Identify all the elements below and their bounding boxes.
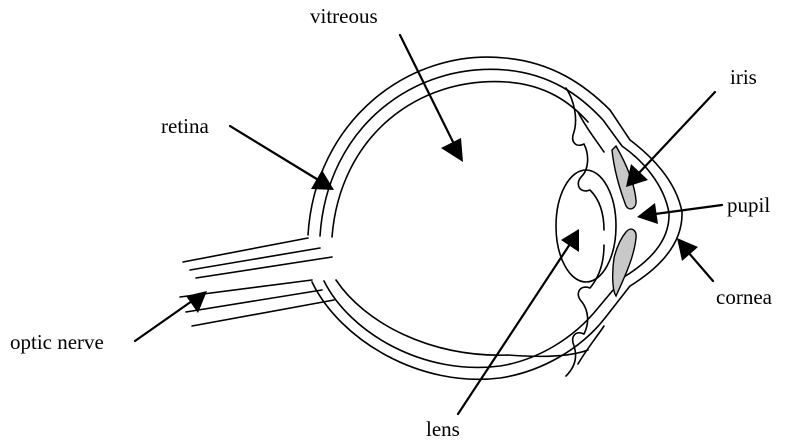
optic-nerve: [180, 238, 334, 326]
ciliary-body-lower: [566, 245, 604, 376]
ciliary-body: [566, 88, 604, 376]
label-lens: lens: [426, 417, 460, 441]
retina-outline: [332, 82, 588, 357]
labels: vitreous iris retina pupil cornea optic …: [10, 4, 773, 441]
optic-nerve-line: [192, 300, 334, 326]
lens-arrow-line: [458, 244, 570, 414]
sclera-outer-outline: [308, 57, 682, 379]
cornea-arrowhead: [677, 238, 698, 261]
label-iris: iris: [730, 65, 757, 89]
ciliary-inner-lower: [578, 326, 604, 364]
lens-arrowhead: [561, 229, 579, 252]
ciliary-body-upper: [566, 88, 604, 230]
pupil-arrowhead: [637, 203, 658, 224]
iris-lower: [613, 229, 636, 296]
optic-nerve-line: [196, 257, 332, 278]
optic-nerve-arrow-line: [135, 301, 192, 341]
lens-shape: [556, 170, 616, 282]
eyeball-wall: [308, 57, 682, 379]
label-retina: retina: [161, 114, 209, 138]
optic-nerve-line: [183, 238, 308, 262]
retina-arrow-line: [230, 126, 320, 181]
pupil-arrow-line: [655, 205, 722, 214]
label-cornea: cornea: [716, 285, 773, 309]
label-optic-nerve: optic nerve: [10, 330, 104, 354]
sclera-inner-outline: [320, 69, 669, 367]
cornea-arrow-line: [688, 252, 713, 281]
optic-nerve-line: [190, 248, 320, 270]
iris-arrow-line: [638, 92, 715, 174]
arrows: [135, 35, 722, 414]
retina-arrowhead: [311, 170, 334, 190]
label-pupil: pupil: [727, 193, 770, 217]
label-vitreous: vitreous: [310, 4, 378, 28]
